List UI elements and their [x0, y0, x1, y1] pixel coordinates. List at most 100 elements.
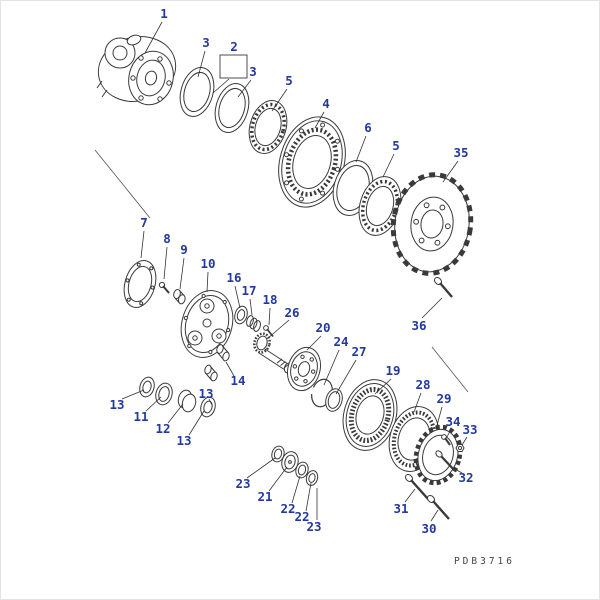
callout-leader-27 — [335, 359, 357, 395]
part-21-bearing — [281, 451, 299, 473]
callout-leader-10 — [206, 271, 209, 293]
callout-30: 30 — [421, 521, 436, 536]
callout-leader-36 — [421, 297, 443, 319]
callout-leader-2 — [212, 78, 230, 94]
callout-leader-33 — [461, 436, 468, 446]
part-5-floating-seal — [248, 100, 288, 154]
callout-13: 13 — [109, 397, 124, 412]
callout-2: 2 — [230, 39, 238, 54]
callout-1: 1 — [160, 6, 168, 21]
callout-10: 10 — [200, 256, 215, 271]
part-13-washer — [139, 376, 155, 398]
callout-23: 23 — [306, 519, 321, 534]
callout-leader-28 — [413, 392, 422, 413]
part-17-spring — [246, 315, 261, 332]
callout-16: 16 — [226, 270, 241, 285]
callout-24: 24 — [333, 334, 348, 349]
callout-7: 7 — [140, 215, 148, 230]
callout-leader-35 — [442, 160, 459, 183]
part-14-pin — [216, 344, 230, 362]
part-14-pin — [204, 364, 218, 382]
part-22-washer — [295, 461, 309, 479]
callout-19: 19 — [385, 363, 400, 378]
callout-leader-6 — [355, 135, 367, 163]
callout-13: 13 — [176, 433, 191, 448]
callout-21: 21 — [257, 489, 272, 504]
callout-22: 22 — [280, 501, 295, 516]
part-11-ring — [155, 382, 173, 406]
callout-leader-3 — [237, 79, 252, 98]
callout-14: 14 — [230, 373, 245, 388]
callout-leader-18 — [268, 307, 271, 326]
part-3-seal-ring — [214, 83, 250, 133]
axis-lines-layer — [94, 149, 469, 393]
callout-31: 31 — [393, 501, 408, 516]
callout-5: 5 — [392, 138, 400, 153]
callout-11: 11 — [133, 409, 148, 424]
part-22-washer — [305, 470, 319, 486]
callout-leader-13 — [208, 398, 213, 406]
callout-34: 34 — [445, 414, 460, 429]
callout-leader-5 — [382, 153, 395, 178]
callout-3: 3 — [202, 35, 210, 50]
part-34-bolt — [441, 434, 451, 446]
part-5-floating-seal — [358, 176, 402, 236]
callout-leader-13 — [121, 389, 145, 400]
part-12-bushing — [177, 389, 197, 413]
callout-23: 23 — [235, 476, 250, 491]
callout-leader-24 — [323, 349, 340, 386]
callout-leader-17 — [249, 298, 253, 316]
callout-3: 3 — [249, 64, 257, 79]
callout-17: 17 — [241, 283, 256, 298]
callout-leader-12 — [167, 403, 184, 424]
callout-leader-22 — [305, 482, 312, 512]
callout-22: 22 — [294, 509, 309, 524]
callout-36: 36 — [411, 318, 426, 333]
callout-leader-22 — [291, 475, 301, 504]
axis-line — [431, 346, 469, 393]
part-31-bolt — [404, 473, 429, 500]
callout-12: 12 — [155, 421, 170, 436]
callout-leader-23 — [246, 457, 276, 479]
part-30-bolt — [426, 494, 450, 520]
part-35-sprocket — [390, 172, 474, 276]
callout-35: 35 — [453, 145, 468, 160]
callout-4: 4 — [322, 96, 330, 111]
callout-leader-34 — [446, 428, 452, 438]
callout-leader-30 — [430, 509, 439, 522]
callout-29: 29 — [436, 391, 451, 406]
callout-20: 20 — [315, 320, 330, 335]
callout-leader-3 — [197, 50, 206, 78]
callout-leader-5 — [271, 88, 288, 112]
part-16-thrust-disc — [234, 305, 248, 325]
part-7-cover-ring — [123, 260, 157, 308]
part-4-ring-gear-housing — [278, 116, 346, 208]
callout-6: 6 — [364, 120, 372, 135]
part-26-sun-gear-shaft — [253, 332, 293, 374]
callout-leader-31 — [404, 488, 416, 503]
callout-8: 8 — [163, 231, 171, 246]
callout-leader-9 — [179, 257, 185, 290]
callout-32: 32 — [458, 470, 473, 485]
callout-leader-16 — [234, 285, 241, 309]
callout-leader-14 — [225, 361, 235, 377]
callout-leader-32 — [452, 467, 463, 474]
callout-leader-26 — [266, 319, 290, 340]
part-10-planet-carrier — [180, 290, 234, 358]
callout-leader-11 — [145, 396, 162, 412]
axis-line — [94, 149, 151, 219]
part-2-service-kit-box — [219, 54, 248, 79]
callout-13: 13 — [198, 386, 213, 401]
callout-33: 33 — [462, 422, 477, 437]
callout-leader-4 — [314, 111, 325, 129]
callout-leader-13 — [188, 410, 205, 436]
callout-leader-21 — [268, 466, 288, 492]
callout-leader-19 — [374, 378, 392, 395]
parts-layer — [96, 34, 474, 520]
part-19-ring-gear — [342, 379, 398, 451]
part-33-nut — [455, 444, 465, 452]
callout-28: 28 — [415, 377, 430, 392]
